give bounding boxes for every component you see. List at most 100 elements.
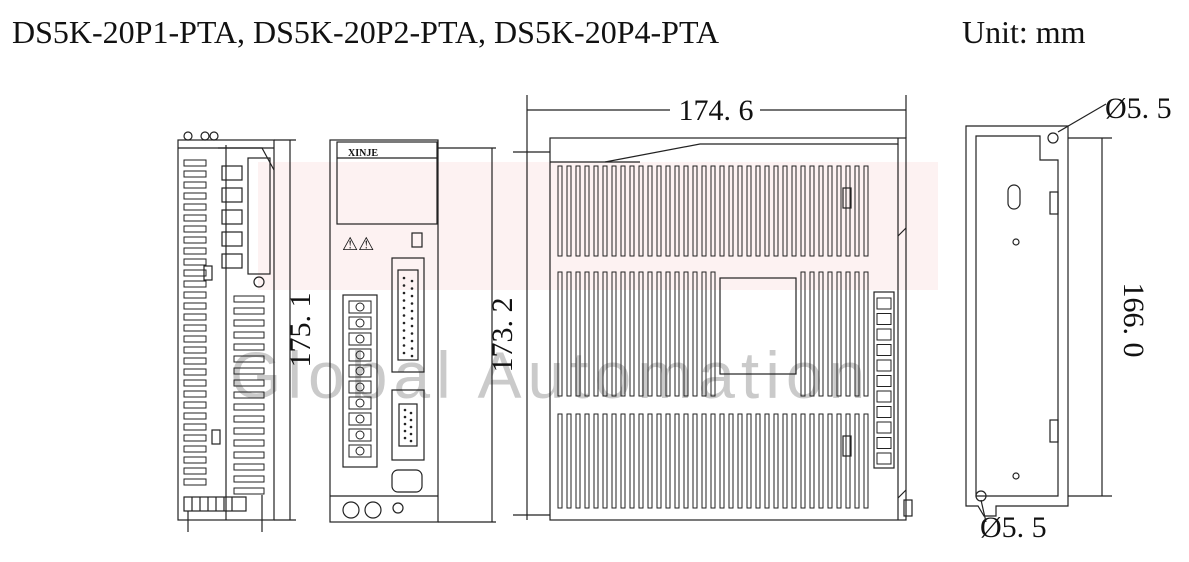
terminal-screw (355, 350, 365, 360)
depth-vent-slot (836, 413, 842, 509)
unit-label: Unit: mm (962, 14, 1086, 50)
terminal-screw (355, 398, 365, 408)
depth-vent-slot (638, 271, 644, 397)
side-vent-slot (233, 439, 265, 447)
side-vent-slot (183, 203, 207, 211)
depth-vent-slot (746, 413, 752, 509)
depth-vent-slot (611, 413, 617, 509)
depth-vent-slot (602, 165, 608, 257)
depth-vent-slot (575, 413, 581, 509)
depth-vent-slot (737, 165, 743, 257)
mounting-plate (965, 125, 1069, 517)
db-pin (410, 324, 414, 328)
depth-vent-slot (647, 271, 653, 397)
depth-vent-slot (683, 413, 689, 509)
depth-vent-slot (755, 413, 761, 509)
db-pin (402, 306, 406, 310)
side-height-label: 175. 1 (284, 293, 317, 368)
side-vent-slot (233, 319, 265, 327)
side-vent-slot (183, 269, 207, 277)
side-terminal-cell (876, 344, 892, 356)
side-terminal-cell (876, 437, 892, 449)
db-pin (402, 299, 406, 302)
terminal-cell (348, 300, 372, 314)
terminal-cell (348, 444, 372, 458)
side-terminal-cell (876, 406, 892, 418)
depth-vent-slot (791, 413, 797, 509)
side-vent-slot (233, 463, 265, 471)
front-body (329, 139, 439, 523)
side-vent-slot (183, 280, 207, 288)
depth-vent-slot (593, 165, 599, 257)
depth-vent-slot (764, 413, 770, 509)
depth-vent-slot (665, 413, 671, 509)
depth-vent-slot (674, 413, 680, 509)
side-terminal-cell (876, 328, 892, 341)
side-vent-slot (183, 357, 207, 365)
side-terminal-cell (876, 421, 892, 434)
db-pin (403, 429, 407, 433)
terminal-screw (355, 414, 365, 424)
warning-icons: ⚠⚠ (342, 234, 374, 254)
cn-connector-main (391, 257, 425, 373)
depth-vent-slot (629, 271, 635, 397)
depth-vent-slot (557, 165, 563, 257)
depth-view (513, 95, 913, 521)
side-vent-slot (183, 412, 207, 420)
db-pin (402, 276, 406, 280)
depth-vent-slot (737, 413, 743, 509)
side-terminal-screws (876, 297, 892, 465)
depth-vent-slot (566, 271, 572, 397)
depth-vent-slot (854, 413, 860, 509)
db-pin (402, 329, 406, 332)
depth-vent-slot (827, 413, 833, 509)
side-vent-slot (183, 236, 207, 244)
db-pin (403, 422, 407, 426)
power-terminal-block (342, 294, 378, 468)
db-pin (402, 344, 406, 347)
db-pin (410, 309, 414, 313)
depth-vent-slot (593, 413, 599, 509)
depth-vent-slot (701, 413, 707, 509)
label-area (719, 277, 797, 375)
side-vent-slot (233, 475, 265, 483)
depth-vent-slot (854, 165, 860, 257)
side-vent-slot (233, 367, 265, 375)
db-connector-pins (402, 276, 414, 443)
depth-vent-slot (593, 271, 599, 397)
depth-body (549, 137, 907, 521)
depth-vent-slot (728, 413, 734, 509)
side-vent-slot (183, 214, 207, 222)
side-terminal-cell (876, 452, 892, 465)
terminal-screws (348, 300, 372, 458)
depth-vent-slot (827, 271, 833, 397)
terminal-screw (355, 430, 365, 440)
depth-vent-slot (656, 271, 662, 397)
depth-vent-slot (845, 413, 851, 509)
terminal-cell (348, 396, 372, 410)
front-view (329, 139, 496, 523)
side-vents (183, 159, 207, 486)
db-pin (410, 279, 414, 283)
side-vent-slot (183, 313, 207, 321)
side-vent-slot (233, 331, 265, 339)
terminal-screw (355, 446, 365, 456)
side-vent-slot (233, 391, 265, 399)
depth-vent-slot (728, 165, 734, 257)
db-pin (409, 418, 413, 422)
side-vent-slot (183, 192, 207, 200)
depth-vent-slot (764, 165, 770, 257)
terminal-cell (348, 428, 372, 442)
side-vent-slot (183, 170, 207, 178)
side-vent-slot (183, 346, 207, 354)
watermark: Global Automation (230, 162, 938, 412)
side-vent-slot (183, 478, 207, 486)
side-vent-slot (183, 390, 207, 398)
depth-vent-slot (863, 413, 869, 509)
depth-vent-slot (602, 271, 608, 397)
depth-vent-slot (602, 413, 608, 509)
depth-vent-slot (818, 271, 824, 397)
db-pin (410, 294, 414, 298)
side-vent-slot (183, 247, 207, 255)
db-pin (410, 347, 414, 350)
